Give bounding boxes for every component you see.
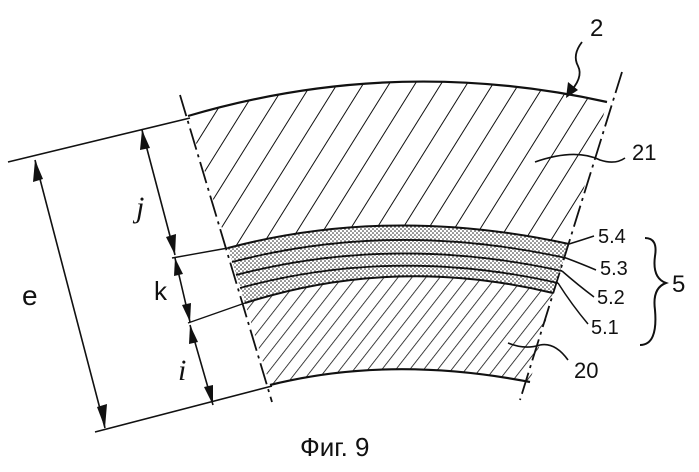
arrowhead-k-top — [174, 258, 183, 276]
reference-5-4-leader — [569, 236, 594, 244]
extension-line-bottom — [95, 386, 272, 432]
arrowhead-k-bottom — [182, 303, 191, 322]
reference-2-label: 2 — [590, 15, 603, 42]
arrowhead-e-bottom — [97, 404, 107, 428]
reference-5-4-label: 5.4 — [598, 226, 626, 248]
reference-5-2-label: 5.2 — [597, 287, 625, 309]
extension-line-k-top — [172, 248, 228, 258]
reference-5-2-leader — [562, 271, 594, 297]
group-5-brace — [640, 238, 666, 345]
dimension-i-label: i — [178, 354, 186, 387]
extension-line-top — [8, 118, 190, 162]
reference-5-1-label: 5.1 — [591, 317, 619, 339]
arrowhead-e-top — [33, 160, 43, 182]
reference-20-label: 20 — [574, 358, 598, 383]
dimension-j-label: j — [132, 191, 144, 224]
arrowhead-j-bottom — [166, 234, 176, 255]
reference-5-3-leader — [566, 258, 596, 270]
arrowhead-i-top — [189, 325, 198, 344]
reference-5-label: 5 — [672, 271, 685, 298]
arrowhead-j-top — [140, 130, 150, 150]
reference-5-3-label: 5.3 — [600, 258, 628, 280]
dimension-line-e — [35, 160, 105, 428]
figure-caption: Фиг. 9 — [300, 432, 370, 462]
upper-layer-21 — [188, 82, 607, 248]
dimension-e-label: e — [22, 280, 38, 311]
dimension-k-label: k — [154, 276, 168, 306]
extension-line-k-bottom — [188, 303, 245, 323]
reference-21-label: 21 — [632, 140, 656, 165]
